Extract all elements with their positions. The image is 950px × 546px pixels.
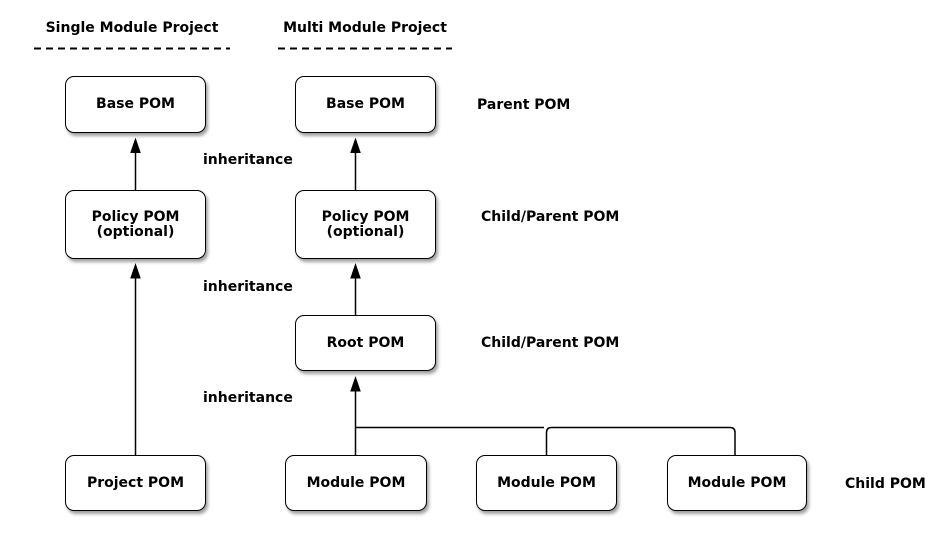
arrowhead-root-to-policy-multi <box>350 263 361 279</box>
arrowhead-module-to-root <box>350 376 361 392</box>
edge-label-inheritance-top: inheritance <box>203 152 293 168</box>
box-label: Root POM <box>326 334 405 351</box>
box-module-pom-3: Module POM <box>667 455 807 511</box>
arrowhead-policy-to-base-single <box>130 137 141 153</box>
side-label-parent-pom: Parent POM <box>477 97 571 113</box>
box-base-pom-multi: Base POM <box>295 76 436 133</box>
box-label: Project POM <box>86 474 185 491</box>
box-label: Module POM <box>306 474 406 491</box>
box-module-pom-2: Module POM <box>476 455 617 511</box>
side-label-child-parent-pom-1: Child/Parent POM <box>481 209 620 225</box>
arrowhead-policy-to-base-multi <box>350 137 361 153</box>
heading-single-module-project: Single Module Project <box>45 20 219 36</box>
box-sublabel: (optional) <box>326 223 405 240</box>
box-module-pom-1: Module POM <box>285 455 427 511</box>
edge-label-inheritance-bottom: inheritance <box>203 390 293 406</box>
box-label: Module POM <box>687 474 787 491</box>
side-label-child-parent-pom-2: Child/Parent POM <box>481 335 620 351</box>
box-label: Policy POM <box>321 208 410 225</box>
edge-label-inheritance-mid: inheritance <box>203 279 293 295</box>
box-policy-pom-multi: Policy POM (optional) <box>295 190 436 259</box>
box-label: Base POM <box>96 96 175 112</box>
module-bracket <box>545 426 736 455</box>
box-policy-pom-single: Policy POM (optional) <box>65 190 206 259</box>
box-base-pom-single: Base POM <box>65 76 206 133</box>
box-sublabel: (optional) <box>96 223 175 240</box>
box-label: Policy POM <box>91 208 180 225</box>
box-root-pom: Root POM <box>295 315 436 371</box>
box-label: Module POM <box>497 474 596 491</box>
box-project-pom: Project POM <box>65 455 206 511</box>
side-label-child-pom: Child POM <box>845 476 926 492</box>
box-label: Base POM <box>326 96 405 112</box>
heading-multi-module-project: Multi Module Project <box>283 20 447 36</box>
arrowhead-project-to-policy-single <box>130 263 141 279</box>
